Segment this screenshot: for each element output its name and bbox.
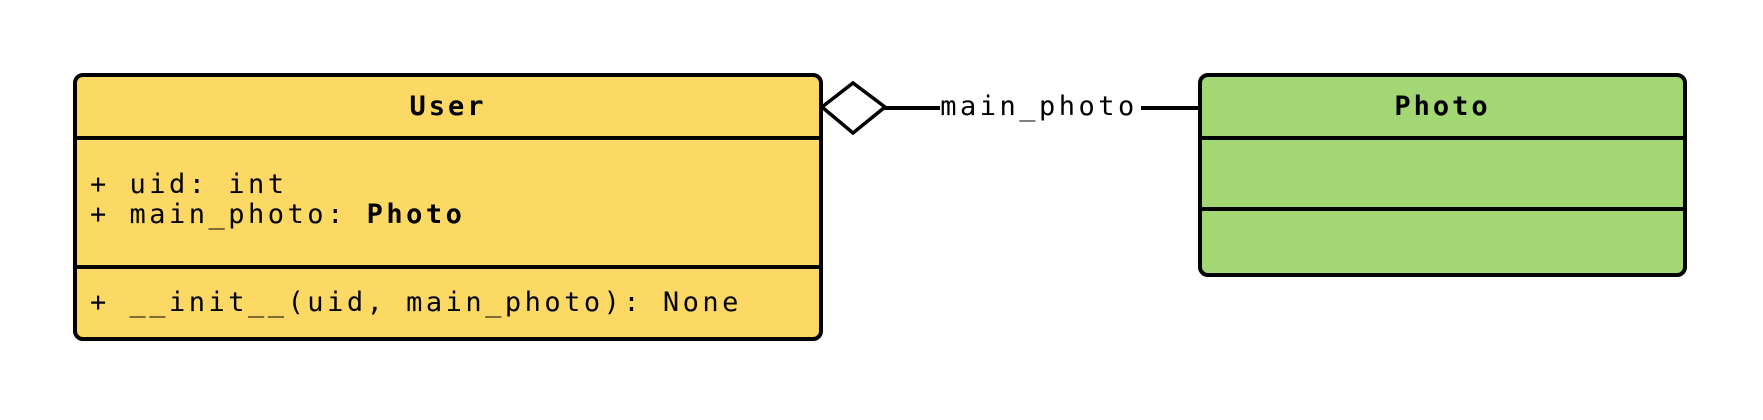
relationship-label: main_photo [940,91,1138,122]
attribute-main-photo-type: Photo [366,199,466,230]
class-photo-attributes [1202,136,1683,207]
attribute-uid-text: + uid: int [90,169,288,200]
attribute-main-photo-text: + main_photo: [90,199,367,230]
class-user-methods: + __init__(uid, main_photo): None [77,265,819,337]
class-photo-name: Photo [1394,91,1491,122]
attribute-uid: + uid: int [90,170,809,200]
class-user-attributes: + uid: int + main_photo: Photo [77,136,819,265]
method-init: + __init__(uid, main_photo): None [90,287,742,318]
relationship-line-left [884,106,940,110]
class-user-name: User [409,91,487,122]
relationship-line-right [1141,106,1198,110]
aggregation-diamond-icon [819,80,888,136]
class-photo-methods [1202,207,1683,269]
attribute-main-photo: + main_photo: Photo [90,200,809,230]
class-box-user: User + uid: int + main_photo: Photo + __… [73,73,823,341]
class-box-photo: Photo [1198,73,1687,277]
